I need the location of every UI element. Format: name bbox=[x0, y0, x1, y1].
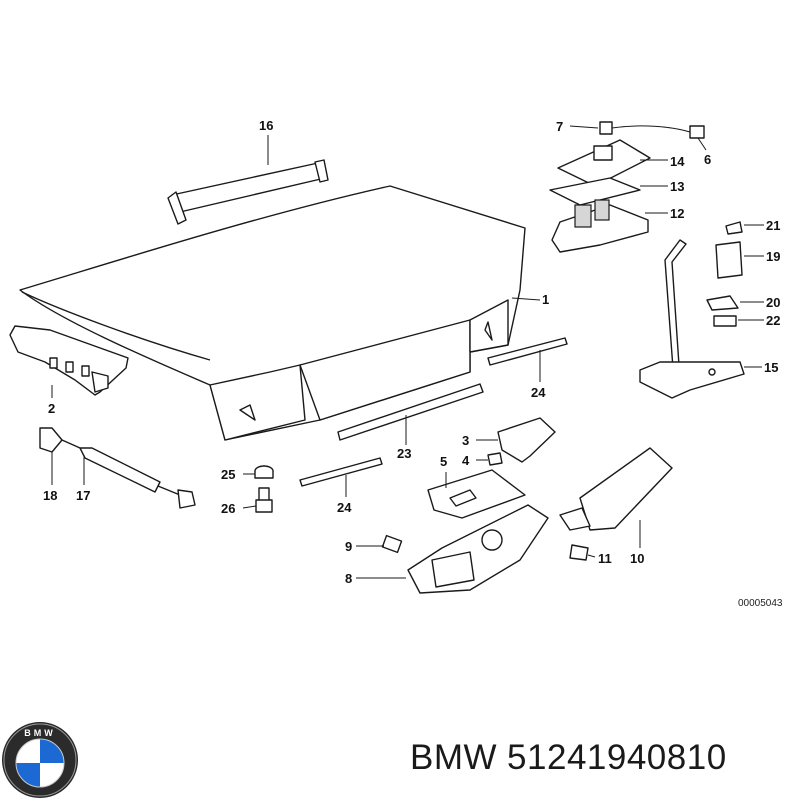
part-number: 51241940810 bbox=[507, 738, 727, 777]
callout-21: 21 bbox=[766, 218, 780, 233]
bmw-roundel-icon: BMW bbox=[2, 722, 78, 798]
callout-24-upper: 24 bbox=[531, 385, 546, 400]
callout-5: 5 bbox=[440, 454, 447, 469]
trunk-lock-6 bbox=[381, 504, 549, 594]
callout-20: 20 bbox=[766, 295, 780, 310]
callout-10: 10 bbox=[630, 551, 644, 566]
callout-25: 25 bbox=[221, 467, 235, 482]
callout-22: 22 bbox=[766, 313, 780, 328]
callout-11: 11 bbox=[598, 551, 612, 566]
callout-8: 7 bbox=[556, 119, 563, 134]
callout-16: 16 bbox=[259, 118, 273, 133]
callout-17: 17 bbox=[76, 488, 90, 503]
callout-1: 1 bbox=[542, 292, 549, 307]
striker-plate-5 bbox=[427, 469, 526, 519]
callout-15: 15 bbox=[764, 360, 778, 375]
trim-strips bbox=[299, 337, 568, 487]
reference-code: 00005043 bbox=[738, 598, 783, 609]
hinge bbox=[9, 325, 129, 396]
callout-3: 3 bbox=[462, 433, 469, 448]
leader-lines bbox=[51, 125, 764, 579]
callout-23: 23 bbox=[397, 446, 411, 461]
callout-19: 19 bbox=[766, 249, 780, 264]
callout-9: 9 bbox=[345, 539, 352, 554]
trunk-lid bbox=[19, 185, 526, 441]
callout-4: 4 bbox=[462, 453, 470, 468]
small-parts-19-22 bbox=[706, 221, 743, 327]
bolts-25-26 bbox=[254, 465, 274, 513]
callout-2: 2 bbox=[48, 401, 55, 416]
seal-strip bbox=[167, 159, 329, 225]
bracket-3 bbox=[487, 417, 556, 466]
callout-14: 14 bbox=[670, 154, 685, 169]
brand-name: BMW bbox=[410, 738, 498, 777]
callout-7: 6 bbox=[704, 152, 711, 167]
callout-24-lower: 24 bbox=[337, 500, 352, 515]
actuator-10 bbox=[559, 447, 673, 561]
lock-assembly bbox=[549, 121, 705, 253]
callout-6: 8 bbox=[345, 571, 352, 586]
gas-strut bbox=[39, 427, 196, 509]
callout-labels: 16 7 6 14 13 12 21 19 20 22 15 1 24 23 2… bbox=[43, 118, 783, 609]
callout-26: 26 bbox=[221, 501, 235, 516]
callout-13: 13 bbox=[670, 179, 684, 194]
roundel-lettering: BMW bbox=[24, 728, 56, 738]
release-rod bbox=[639, 239, 745, 399]
callout-18: 18 bbox=[43, 488, 57, 503]
callout-12: 12 bbox=[670, 206, 684, 221]
